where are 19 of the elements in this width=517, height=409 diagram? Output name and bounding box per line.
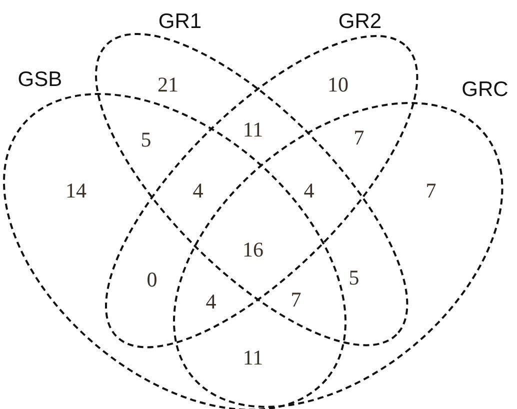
region-count: 10 bbox=[328, 72, 348, 98]
region-count: 5 bbox=[348, 266, 360, 290]
region-count: 4 bbox=[206, 290, 216, 314]
set-label: GRC bbox=[462, 78, 508, 102]
region-count: 14 bbox=[66, 178, 86, 204]
region-count: 21 bbox=[158, 72, 178, 98]
set-label: GR1 bbox=[158, 10, 202, 34]
region-count: 7 bbox=[354, 126, 364, 150]
region-count: 0 bbox=[146, 268, 158, 292]
region-count: 11 bbox=[242, 346, 264, 370]
region-count: 4 bbox=[304, 178, 314, 204]
set-label: GSB bbox=[18, 68, 62, 92]
region-count: 7 bbox=[426, 178, 436, 204]
region-count: 5 bbox=[140, 128, 152, 152]
region-count: 4 bbox=[192, 178, 204, 204]
region-count: 11 bbox=[242, 118, 264, 142]
region-count: 16 bbox=[242, 238, 264, 262]
region-count: 7 bbox=[290, 288, 302, 312]
set-label: GR2 bbox=[338, 10, 382, 34]
